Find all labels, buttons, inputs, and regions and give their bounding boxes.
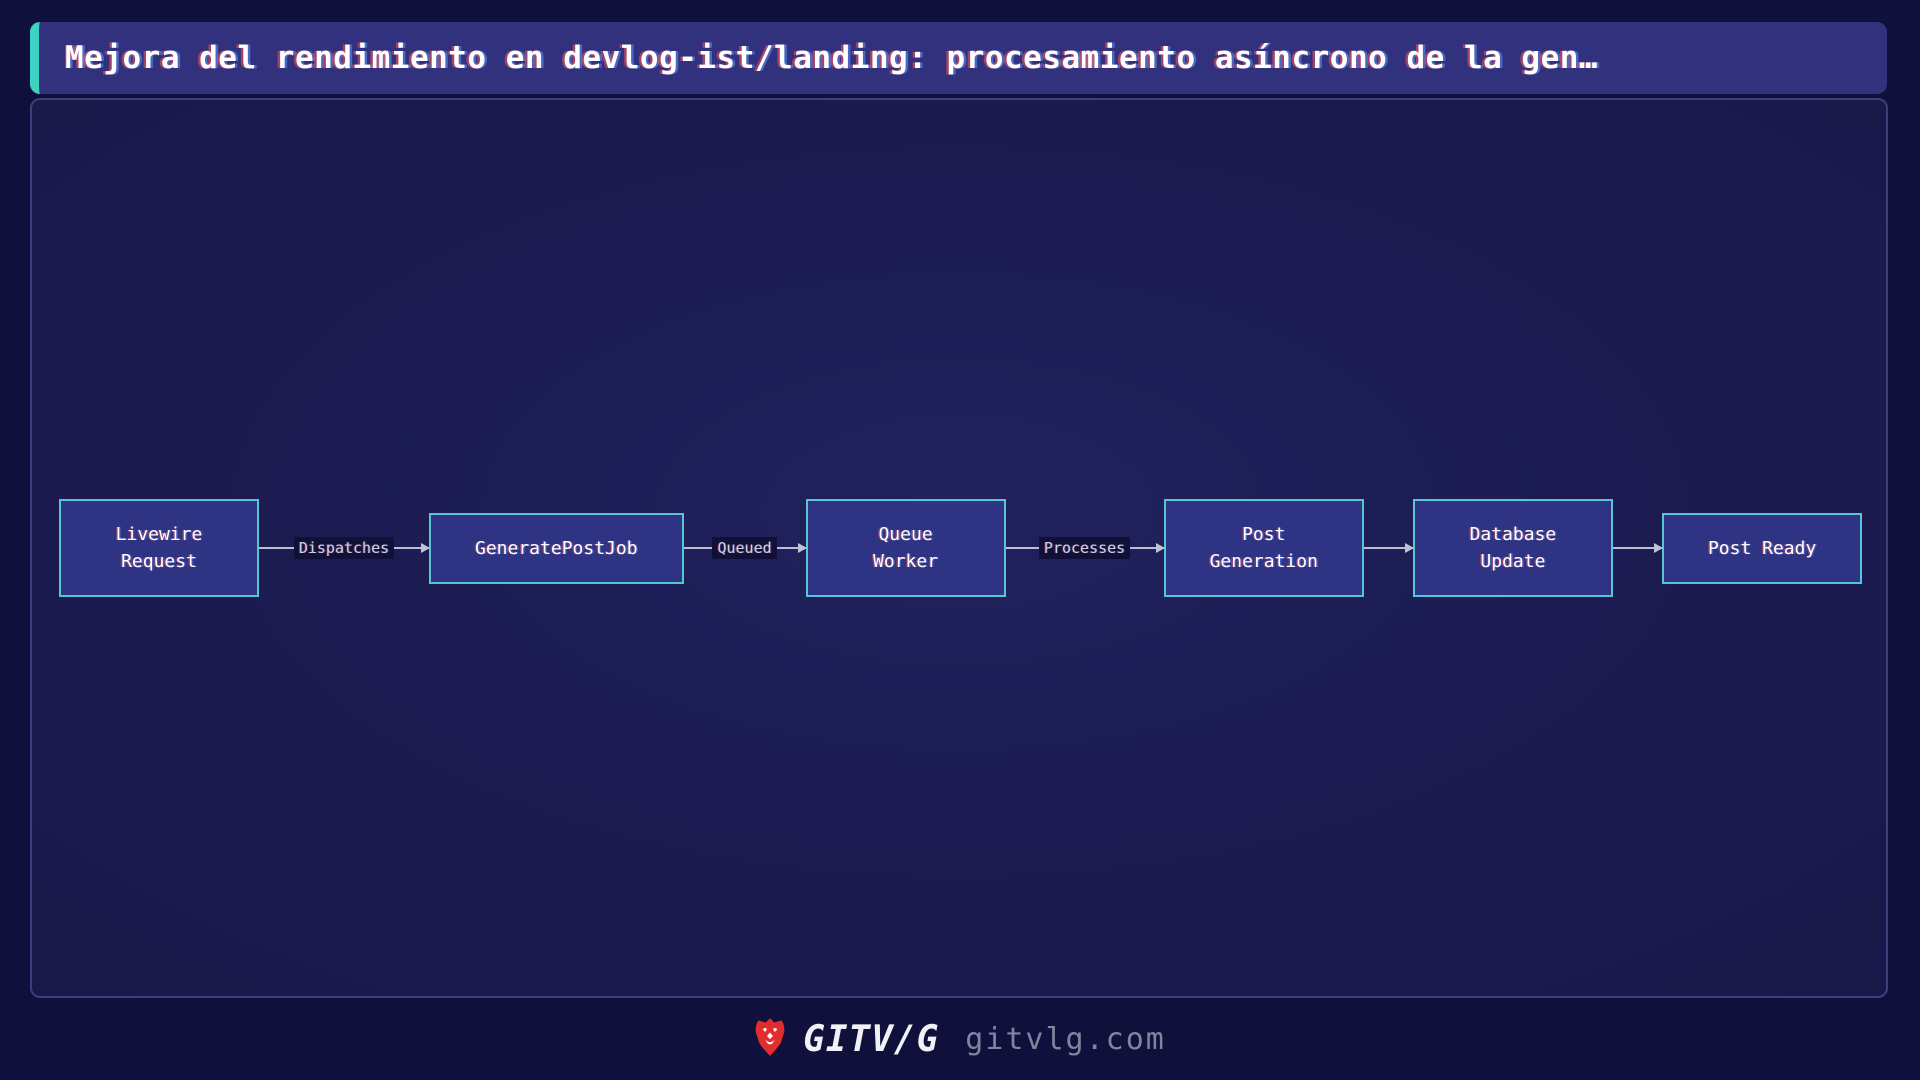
- arrowhead-icon: [1653, 543, 1663, 553]
- website-url: gitvlg.com: [965, 1021, 1166, 1057]
- flow-node-post-ready: Post Ready: [1661, 512, 1863, 584]
- flow-edge-database-update-to-post-ready: [1612, 543, 1663, 553]
- arrowhead-icon: [421, 543, 430, 553]
- lion-logo-icon: [755, 1018, 785, 1056]
- arrowhead-icon: [797, 543, 807, 553]
- flow-node-post-generation: Post Generation: [1163, 499, 1364, 597]
- flow-node-livewire-request: Livewire Request: [59, 499, 259, 597]
- flow-node-database-update: Database Update: [1412, 499, 1613, 597]
- arrowhead-icon: [1155, 543, 1165, 553]
- flow-edge-livewire-request-to-generate-post-job: Dispatches: [259, 537, 430, 559]
- flow-edge-post-generation-to-database-update: [1363, 543, 1414, 553]
- edge-label: Queued: [712, 537, 777, 559]
- brand-wordmark: GITV/G: [803, 1018, 940, 1060]
- flow-node-generate-post-job: GeneratePostJob: [429, 512, 684, 584]
- arrowhead-icon: [1404, 543, 1414, 553]
- title-bar: Mejora del rendimiento en devlog-ist/lan…: [30, 22, 1887, 94]
- flow-edge-queue-worker-to-post-generation: Processes: [1005, 537, 1165, 559]
- flow-edge-generate-post-job-to-queue-worker: Queued: [683, 537, 807, 559]
- edge-label: Processes: [1038, 537, 1131, 559]
- flow-node-queue-worker: Queue Worker: [805, 499, 1006, 597]
- flowchart: Livewire Request Dispatches GeneratePostJo…: [32, 100, 1886, 996]
- edge-label: Dispatches: [293, 537, 395, 559]
- page-title: Mejora del rendimiento en devlog-ist/lan…: [65, 40, 1599, 76]
- footer: GITV/G gitvlg.com: [0, 998, 1920, 1080]
- diagram-panel: Livewire Request Dispatches GeneratePostJo…: [30, 98, 1888, 998]
